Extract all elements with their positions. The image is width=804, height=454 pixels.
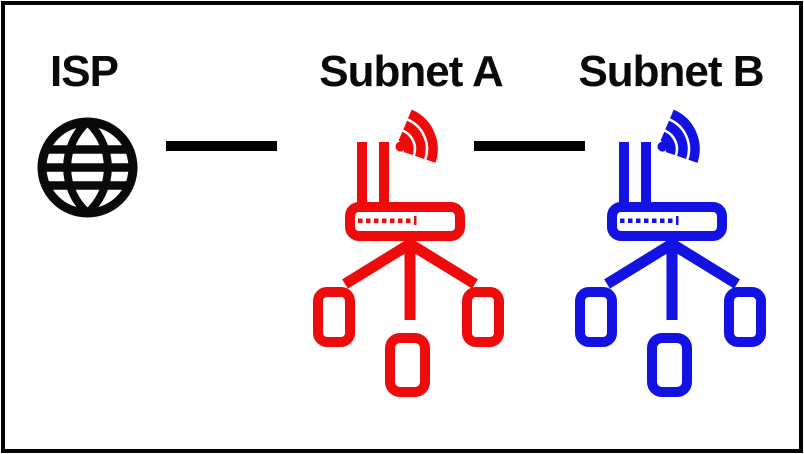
- client-device-icon: [462, 287, 504, 347]
- router-led-lights: [620, 216, 679, 225]
- wireless-router-icon: [575, 109, 766, 397]
- wifi-signal-icon: [657, 109, 700, 163]
- globe-icon: [35, 115, 140, 225]
- client-device-icon: [647, 333, 692, 397]
- link-isp-to-subnet-a: [166, 141, 277, 151]
- wireless-router-icon: [313, 109, 504, 397]
- subnet-a-label: Subnet A: [319, 47, 503, 96]
- client-device-icon: [575, 287, 617, 347]
- router-led-lights: [358, 216, 417, 225]
- subnet-a-node: [310, 105, 510, 400]
- client-device-icon: [724, 287, 766, 347]
- subnet-b-node: [572, 105, 772, 400]
- subnet-b-label: Subnet B: [578, 47, 764, 96]
- wifi-signal-icon: [395, 109, 438, 163]
- client-device-icon: [385, 333, 430, 397]
- isp-label: ISP: [50, 47, 119, 96]
- link-subnet-a-to-subnet-b: [474, 141, 585, 151]
- client-device-icon: [313, 287, 355, 347]
